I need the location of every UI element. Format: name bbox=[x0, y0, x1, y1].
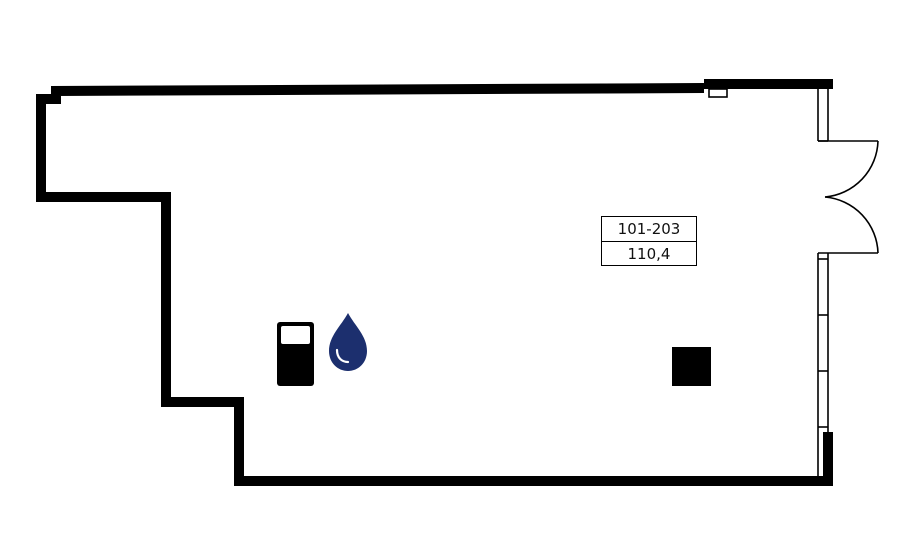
outer-wall-top-right bbox=[704, 79, 833, 89]
structural-column bbox=[672, 347, 711, 386]
window-bottom bbox=[817, 253, 829, 476]
water-drop-icon bbox=[329, 313, 367, 371]
entrance-door bbox=[818, 140, 879, 254]
unit-area: 110,4 bbox=[627, 245, 671, 263]
window-top bbox=[817, 88, 829, 142]
unit-label: 101-203 110,4 bbox=[601, 216, 697, 266]
outer-wall bbox=[36, 83, 833, 486]
unit-number: 101-203 bbox=[602, 217, 696, 242]
wall-notch bbox=[708, 88, 728, 98]
fuel-pump-icon bbox=[277, 322, 314, 386]
